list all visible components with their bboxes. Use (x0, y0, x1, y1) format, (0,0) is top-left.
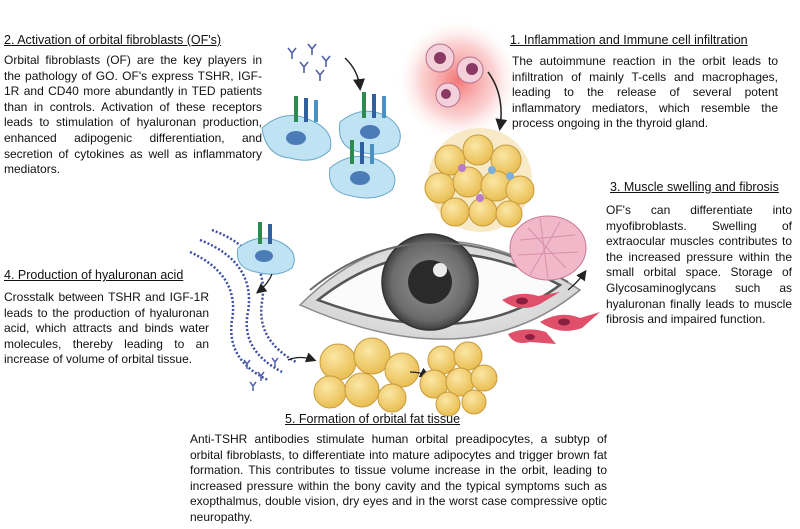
fibroblast-cell-icon (236, 222, 295, 275)
mature-fat-cluster-icon (419, 341, 498, 417)
section-hyaluronan-production: 4. Production of hyaluronan acid Crossta… (4, 268, 209, 368)
section-title: 4. Production of hyaluronan acid (4, 268, 184, 282)
antibodies-icon (287, 43, 331, 81)
inflamed-fat-cluster-icon (424, 128, 535, 232)
section-activation-of-fibroblasts: 2. Activation of orbital fibroblasts (OF… (4, 33, 262, 178)
orbital-fibroblasts-icon (261, 92, 401, 199)
section-title: 5. Formation of orbital fat tissue (285, 412, 461, 426)
inflammation-cells-icon (396, 18, 520, 142)
section-title: 2. Activation of orbital fibroblasts (OF… (4, 33, 222, 47)
eye-illustration (298, 233, 582, 340)
muscle-tissue-icon (509, 215, 587, 281)
section-title: 3. Muscle swelling and fibrosis (610, 180, 779, 194)
section-body: Orbital fibroblasts (OF) are the key pla… (4, 53, 262, 177)
section-muscle-swelling: 3. Muscle swelling and fibrosis OF's can… (606, 180, 792, 328)
section-title: 1. Inflammation and Immune cell infiltra… (510, 33, 748, 47)
section-fat-formation-body: Anti-TSHR antibodies stimulate human orb… (190, 432, 607, 526)
section-body: The autoimmune reaction in the orbit lea… (512, 54, 778, 131)
antibodies-small-icon (243, 357, 279, 391)
adipocytes-icon (313, 337, 420, 413)
myofibroblasts-icon (502, 292, 600, 344)
section-body: Anti-TSHR antibodies stimulate human orb… (190, 432, 607, 524)
section-body: OF's can differentiate into myofibroblas… (606, 203, 792, 327)
section-fat-formation-heading: 5. Formation of orbital fat tissue (285, 412, 460, 427)
section-body: Crosstalk between TSHR and IGF-1R leads … (4, 290, 209, 367)
section-inflammation: 1. Inflammation and Immune cell infiltra… (510, 33, 778, 132)
